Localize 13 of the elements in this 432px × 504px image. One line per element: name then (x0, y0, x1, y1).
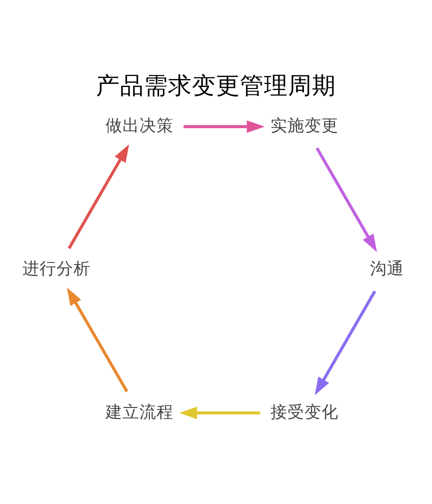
node-text: 沟通 (370, 259, 404, 278)
diagram-title: 产品需求变更管理周期 (96, 71, 336, 100)
arrow (184, 120, 265, 133)
arrow (316, 147, 377, 252)
arrow (314, 290, 376, 396)
node-text: 做出决策 (105, 116, 174, 136)
arrow (68, 144, 130, 250)
arrow (66, 287, 128, 392)
node-text: 接受变化 (270, 402, 339, 422)
node-text: 实施变更 (270, 116, 339, 136)
arrow (179, 406, 260, 420)
node-text: 建立流程 (105, 402, 174, 422)
node-text: 进行分析 (22, 259, 91, 278)
